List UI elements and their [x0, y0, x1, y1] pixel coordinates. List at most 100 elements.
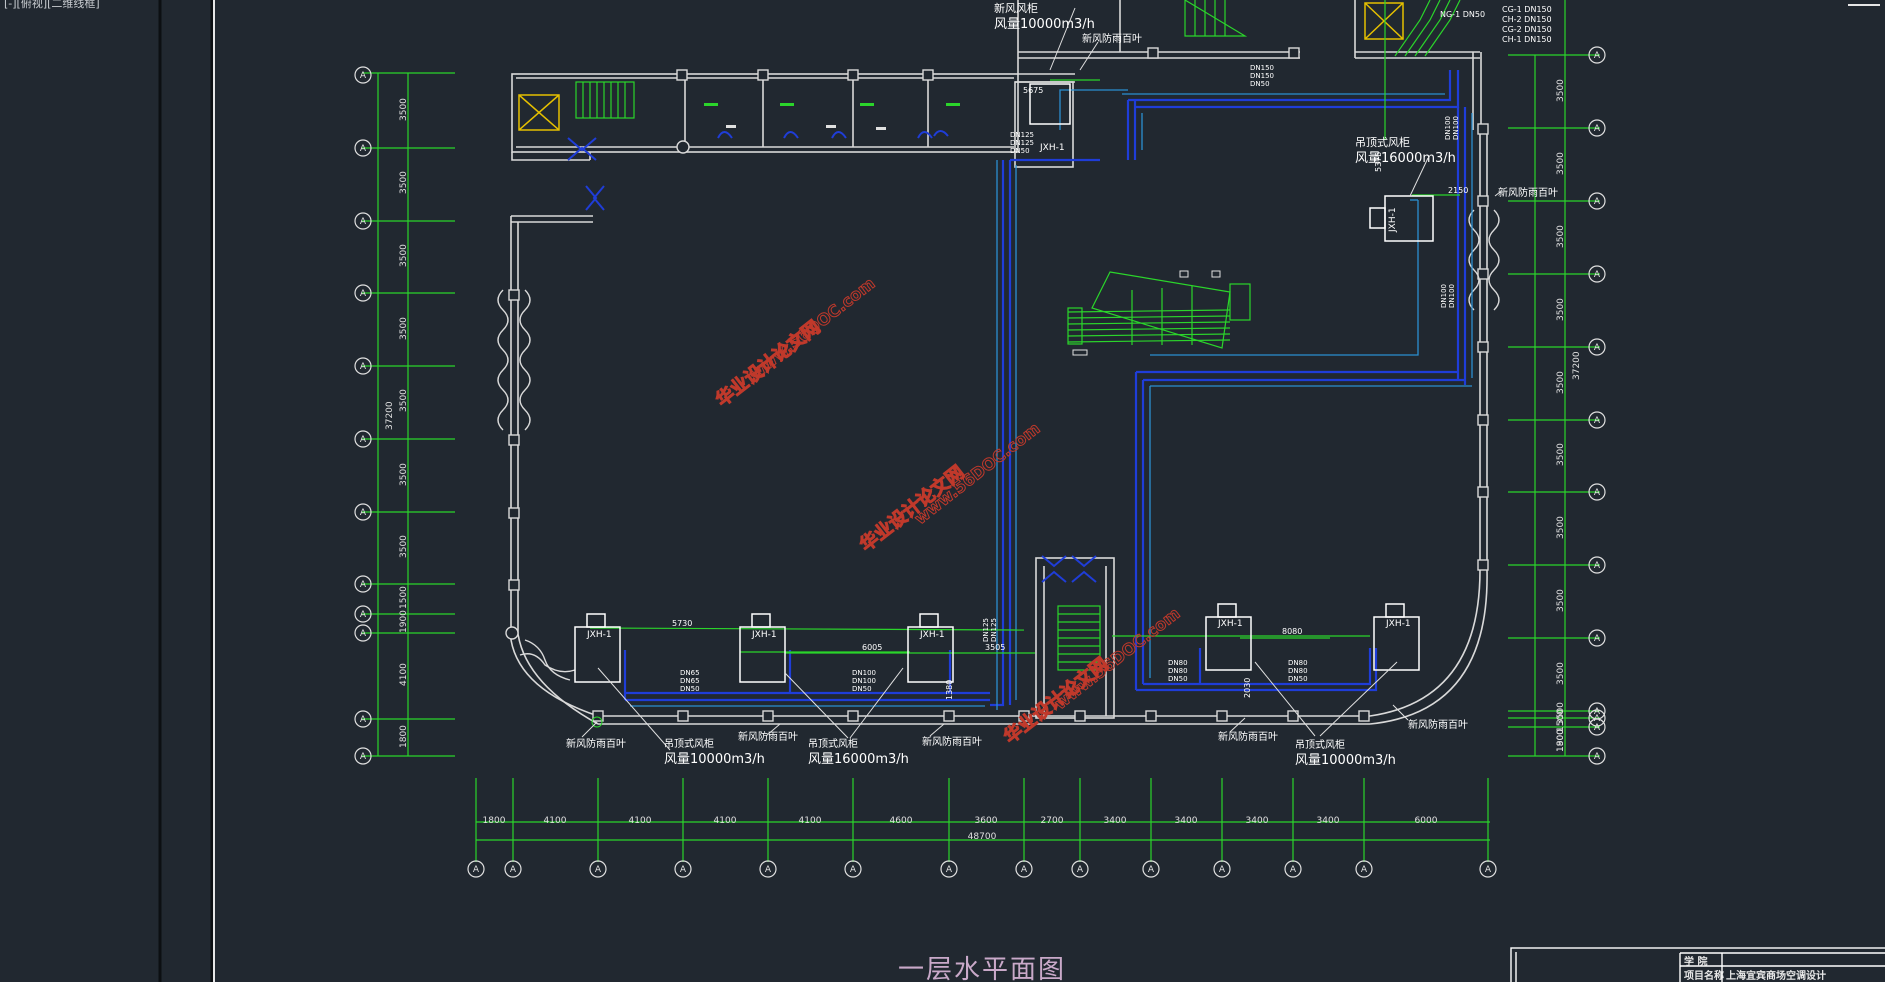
- watermark-text: www.56DOC.com: [746, 274, 879, 383]
- grid-bubble-letter: A: [1594, 197, 1601, 207]
- right-dim-label: 3500: [1556, 516, 1566, 539]
- left-dim-label: 1500: [399, 586, 409, 609]
- grid-bubble-letter: A: [595, 865, 602, 875]
- top-unit-line1: 新风风柜: [994, 1, 1038, 15]
- pipe-size-label: DN50: [680, 685, 700, 693]
- right-dimension-labels: 3500350035003500350035003500350035003500…: [1556, 79, 1582, 752]
- bottom-dim-total: 48700: [968, 832, 997, 842]
- grid-bubble-letter: A: [946, 865, 953, 875]
- bottom-unit-3-line2: 风量10000m3/h: [1295, 753, 1396, 768]
- pipe-size-label: DN150: [1250, 64, 1274, 72]
- door-frames-blue: [567, 130, 1097, 583]
- pipe-size-label: DN50: [1168, 675, 1188, 683]
- bottom-louver-label-3: 新风防雨百叶: [922, 735, 982, 748]
- bottom-dimension-chain: [475, 778, 1490, 862]
- grid-bubble-letter: A: [360, 144, 367, 154]
- drawing-title: 一层水平面图: [898, 955, 1066, 982]
- pipe-size-label: DN100: [852, 677, 876, 685]
- pipe-size-label: DN100: [1452, 116, 1460, 140]
- grid-bubble-letter: A: [1594, 707, 1601, 717]
- grid-bubble-letter: A: [1361, 865, 1368, 875]
- grid-bubble-letter: A: [1594, 488, 1601, 498]
- right-dim-label: 3500: [1556, 371, 1566, 394]
- bottom-dim-label: 4600: [890, 816, 913, 826]
- left-dim-label: 3500: [399, 171, 409, 194]
- grid-bubble-letter: A: [1594, 51, 1601, 61]
- title-block-project: 上海宜宾商场空调设计: [1726, 971, 1826, 982]
- grid-bubble-letter: A: [680, 865, 687, 875]
- watermarks: 华业设计论文网www.56DOC.com华业设计论文网www.56DOC.com…: [711, 273, 1184, 748]
- pipe-dimension-texts: 5730 6005 8080 2150 5675 5375 3505 1380 …: [672, 86, 1468, 700]
- grid-bubble-letter: A: [360, 610, 367, 620]
- bottom-dim-label: 1800: [483, 816, 506, 826]
- pipe-size-label: DN50: [1010, 147, 1030, 155]
- grid-bubble-letter: A: [510, 865, 517, 875]
- bottom-unit-1-line2: 风量10000m3/h: [664, 752, 765, 767]
- pipe-dim-1: 5730: [672, 619, 692, 628]
- air-handling-units: [574, 83, 1434, 683]
- bottom-louver-label-1: 新风防雨百叶: [566, 737, 626, 750]
- grid-bubble-letter: A: [1485, 865, 1492, 875]
- viewport-label[interactable]: [-][俯视][二维线框]: [4, 0, 100, 10]
- duct-network-light: [630, 89, 1473, 710]
- grid-bubble-letter: A: [1594, 634, 1601, 644]
- equipment-tag: JXH-1: [586, 630, 612, 640]
- bottom-unit-2-line1: 吊顶式风柜: [808, 737, 858, 750]
- right-dim-label: 3500: [1556, 662, 1566, 685]
- grid-bubble-letter: A: [360, 580, 367, 590]
- pipe-size-label: DN125: [1010, 139, 1034, 147]
- escalator: [1067, 271, 1251, 349]
- right-dim-label: 3500: [1556, 225, 1566, 248]
- pipe-size-label: DN80: [1288, 659, 1308, 667]
- right-dimension-chain: [1508, 0, 1600, 757]
- left-grid-bubbles: [354, 66, 372, 765]
- pipe-legend-item: CG-2 DN150: [1502, 25, 1552, 34]
- equipment-tag: JXH-1: [1039, 143, 1065, 153]
- pipe-dim-7: 3505: [985, 643, 1005, 652]
- pipe-size-label: DN65: [680, 669, 700, 677]
- bottom-dim-label: 3400: [1175, 816, 1198, 826]
- grid-bubble-letter: A: [360, 715, 367, 725]
- watermark-text: 华业设计论文网: [856, 461, 969, 556]
- left-dim-label: 3500: [399, 244, 409, 267]
- right-dim-label: 1800: [1556, 729, 1566, 752]
- bottom-dim-label: 2700: [1041, 816, 1064, 826]
- pipe-size-label: DN80: [1168, 659, 1188, 667]
- equipment-tag: JXH-1: [1217, 619, 1243, 629]
- bottom-dim-label: 4100: [544, 816, 567, 826]
- hvac-annotations: 新风风柜 风量10000m3/h 新风防雨百叶 吊顶式风柜 风量16000m3/…: [566, 1, 1558, 768]
- bottom-dim-label: 3400: [1246, 816, 1269, 826]
- grid-bubble-letter: A: [1290, 865, 1297, 875]
- pipe-size-label: DN100: [1444, 116, 1452, 140]
- elevator-box: [518, 2, 1404, 131]
- piping-green: [589, 0, 1461, 654]
- right-dim-label: 3500: [1556, 298, 1566, 321]
- grid-bubble-letter: A: [360, 752, 367, 762]
- right-dim-total: 37200: [1572, 351, 1582, 380]
- left-dim-label: 3500: [399, 463, 409, 486]
- grid-bubble-letter: A: [1077, 865, 1084, 875]
- grid-bubble-letter: A: [1594, 561, 1601, 571]
- title-block-row1-label: 学 院: [1684, 957, 1708, 968]
- grid-bubble-letter: A: [1594, 270, 1601, 280]
- bottom-louver-label-4: 新风防雨百叶: [1218, 730, 1278, 743]
- equipment-tag: JXH-1: [1388, 207, 1398, 233]
- building-walls: [510, 0, 1488, 725]
- pipe-size-label: DN65: [680, 677, 700, 685]
- grid-bubble-letter: A: [360, 508, 367, 518]
- title-block: [1510, 947, 1885, 982]
- grid-bubble-letter: A: [473, 865, 480, 875]
- right-grid-bubbles: [1588, 46, 1606, 765]
- watermark-text: www.56DOC.com: [1051, 604, 1184, 713]
- bottom-dim-label: 3400: [1104, 816, 1127, 826]
- pipe-legend-item: CG-1 DN150: [1502, 5, 1552, 14]
- bottom-grid-bubbles: [467, 860, 1497, 878]
- bottom-dim-label: 3400: [1317, 816, 1340, 826]
- duct-network: [623, 70, 1467, 707]
- right-unit-line1: 吊顶式风柜: [1355, 136, 1410, 149]
- pipe-size-label: DN80: [1168, 667, 1188, 675]
